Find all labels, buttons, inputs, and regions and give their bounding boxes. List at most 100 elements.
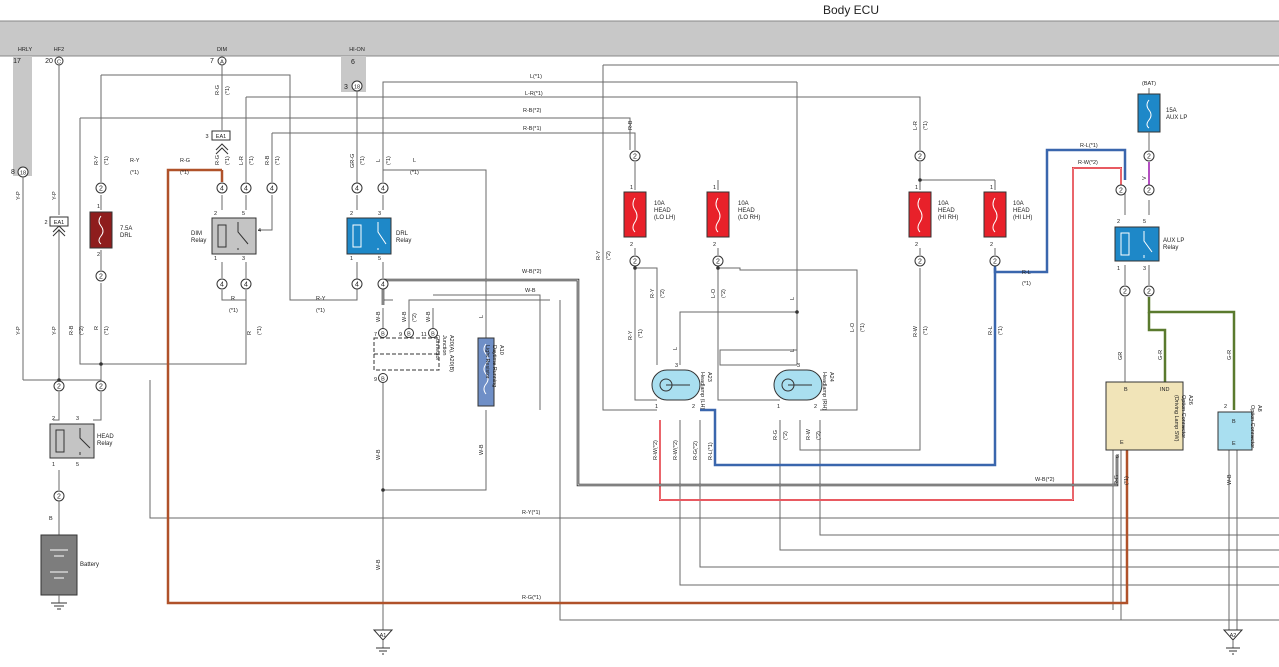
svg-text:L-O: L-O — [850, 322, 856, 332]
svg-text:1: 1 — [630, 185, 633, 191]
svg-text:R-L: R-L — [988, 326, 994, 335]
svg-text:2: 2 — [99, 186, 103, 193]
svg-text:2: 2 — [713, 242, 716, 248]
svg-text:W-B: W-B — [402, 311, 408, 322]
svg-text:EA1: EA1 — [216, 134, 226, 140]
wire-brown-rg — [166, 168, 1129, 605]
drl-resistor: A10 Daytime Running Light Resistor — [477, 337, 504, 407]
svg-text:L: L — [673, 347, 679, 350]
svg-text:3: 3 — [242, 256, 245, 262]
svg-text:(*1): (*1) — [998, 326, 1004, 335]
svg-text:9: 9 — [399, 332, 402, 338]
svg-text:(*1): (*1) — [923, 121, 929, 130]
svg-text:W-B: W-B — [426, 311, 432, 322]
terminal-hf2-pin: 20 — [45, 58, 53, 65]
svg-text:R-G: R-G — [215, 155, 221, 165]
ea1-connector-left: EA1 2 — [44, 216, 69, 237]
battery: Battery — [40, 501, 99, 610]
page-title: Body ECU — [823, 3, 879, 17]
wire-blue-rl-bottom — [700, 268, 997, 467]
svg-text:L: L — [413, 158, 416, 164]
svg-text:IND: IND — [1160, 387, 1170, 393]
svg-text:(*1): (*1) — [257, 326, 263, 335]
svg-text:(*1): (*1) — [386, 156, 392, 165]
svg-text:HEAD: HEAD — [738, 208, 755, 214]
wires-grey — [22, 64, 1279, 630]
svg-text:B: B — [381, 377, 385, 383]
terminal-hrly-bottom-pin: 18 — [20, 171, 26, 177]
svg-text:5: 5 — [378, 256, 381, 262]
svg-text:(*1): (*1) — [229, 308, 238, 314]
svg-text:10A: 10A — [738, 201, 749, 207]
svg-text:(*2): (*2) — [79, 326, 85, 335]
svg-text:HEAD: HEAD — [938, 208, 955, 214]
svg-text:HEAD: HEAD — [654, 208, 671, 214]
svg-text:2: 2 — [633, 259, 637, 266]
svg-text:G-R: G-R — [1158, 350, 1164, 360]
svg-text:Relay: Relay — [97, 441, 112, 447]
svg-text:7: 7 — [374, 332, 377, 338]
svg-text:B: B — [1124, 387, 1128, 393]
ground-a1: A1 — [372, 629, 394, 655]
svg-text:2: 2 — [692, 404, 695, 410]
fuse-head-hi-lh: 10A HEAD (HI LH) 1 2 — [983, 185, 1032, 248]
svg-text:(*1): (*1) — [360, 156, 366, 165]
svg-text:R-G(*2): R-G(*2) — [693, 441, 699, 460]
svg-text:Y-P: Y-P — [52, 191, 58, 200]
svg-text:(*1): (*1) — [316, 308, 325, 314]
svg-text:B: B — [1232, 419, 1236, 425]
svg-text:W-B: W-B — [525, 288, 536, 294]
svg-text:2: 2 — [57, 384, 61, 391]
svg-text:L: L — [376, 159, 382, 162]
svg-text:A23: A23 — [706, 372, 712, 382]
svg-text:2: 2 — [52, 416, 55, 422]
svg-text:B: B — [381, 332, 385, 338]
svg-text:AUX LP: AUX LP — [1163, 238, 1184, 244]
svg-text:2: 2 — [350, 211, 353, 217]
svg-text:R-G: R-G — [773, 430, 779, 440]
svg-text:L-R: L-R — [239, 156, 245, 165]
svg-text:7.5A: 7.5A — [120, 226, 132, 232]
svg-text:(*2): (*2) — [660, 289, 666, 298]
svg-text:R-L(*1): R-L(*1) — [1080, 143, 1098, 149]
svg-text:AUX LP: AUX LP — [1166, 115, 1187, 121]
terminal-dim-label: DIM — [217, 47, 228, 53]
svg-text:(*1): (*1) — [249, 156, 255, 165]
svg-text:3: 3 — [378, 211, 381, 217]
svg-text:1: 1 — [777, 404, 780, 410]
svg-text:B: B — [431, 332, 435, 338]
svg-text:R: R — [247, 331, 253, 335]
svg-text:R-W: R-W — [806, 428, 812, 440]
terminal-hion-pin: 6 — [351, 59, 355, 66]
svg-text:A20(A), A20(B): A20(A), A20(B) — [448, 335, 454, 372]
svg-text:W-B: W-B — [376, 449, 382, 460]
svg-text:Daytime Running: Daytime Running — [491, 345, 497, 387]
svg-text:(*1): (*1) — [180, 170, 189, 176]
svg-text:DRL: DRL — [120, 233, 133, 239]
svg-text:4: 4 — [381, 186, 385, 193]
svg-text:3: 3 — [76, 416, 79, 422]
svg-text:11: 11 — [421, 332, 427, 338]
wire-green-gr — [1147, 297, 1236, 410]
svg-text:(*1): (*1) — [860, 323, 866, 332]
svg-text:R-G: R-G — [180, 158, 190, 164]
svg-text:(*2): (*2) — [606, 251, 612, 260]
svg-text:Headlamp (RH): Headlamp (RH) — [821, 372, 827, 410]
svg-text:4: 4 — [244, 186, 248, 193]
svg-text:Battery: Battery — [80, 562, 99, 568]
svg-text:W-B: W-B — [376, 559, 382, 570]
svg-text:W-B: W-B — [479, 444, 485, 455]
svg-text:R-Y: R-Y — [94, 155, 100, 165]
svg-text:5: 5 — [1143, 219, 1146, 225]
svg-text:R-B: R-B — [628, 120, 634, 130]
svg-text:(*1): (*1) — [923, 326, 929, 335]
svg-text:15A: 15A — [1166, 108, 1177, 114]
svg-text:(HI RH): (HI RH) — [938, 215, 958, 221]
junction-dots — [57, 178, 922, 492]
svg-text:(Driving Lamp SW): (Driving Lamp SW) — [1173, 395, 1179, 442]
svg-text:1: 1 — [915, 185, 918, 191]
svg-text:R-W: R-W — [913, 325, 919, 337]
svg-text:2: 2 — [990, 242, 993, 248]
svg-text:10A: 10A — [654, 201, 665, 207]
svg-text:2: 2 — [57, 494, 61, 501]
